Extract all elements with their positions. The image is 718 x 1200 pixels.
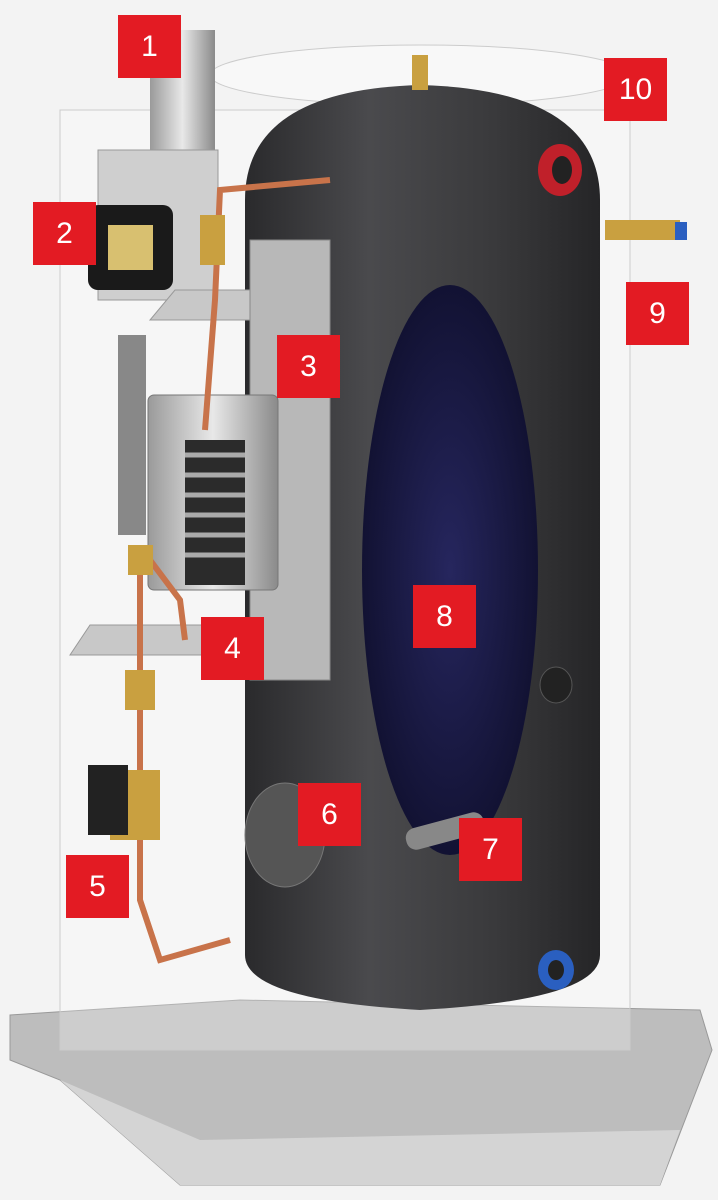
callout-1: 1 [118,15,181,78]
callout-2: 2 [33,202,96,265]
cutaway-window [362,285,538,855]
callout-10: 10 [604,58,667,121]
callout-7: 7 [459,818,522,881]
callout-5: 5 [66,855,129,918]
callout-8: 8 [413,585,476,648]
callout-4: 4 [201,617,264,680]
callout-6: 6 [298,783,361,846]
callout-9: 9 [626,282,689,345]
callout-3: 3 [277,335,340,398]
